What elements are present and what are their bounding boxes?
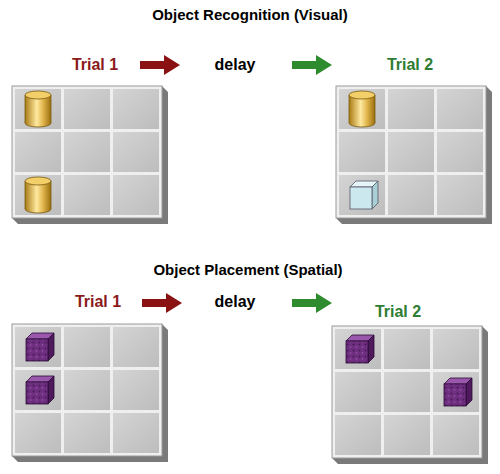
trial-label: Trial 1	[72, 56, 118, 74]
grid-board	[12, 324, 168, 462]
grid-board	[12, 86, 168, 224]
cube-object	[26, 376, 54, 404]
cube-object	[444, 378, 472, 406]
cylinder-object	[25, 91, 51, 127]
trial-label: Trial 1	[75, 293, 121, 311]
grid-board	[336, 86, 492, 224]
cylinder-object	[349, 91, 375, 127]
cylinder-object	[25, 177, 51, 213]
arrow-shape	[292, 293, 332, 313]
trial-label: Trial 2	[375, 303, 421, 321]
section-heading: Object Recognition (Visual)	[152, 7, 348, 24]
arrow-shape	[140, 55, 180, 75]
cube-object	[346, 335, 374, 363]
trial-label: Trial 2	[387, 56, 433, 74]
delay-label: delay	[215, 293, 256, 311]
delay-label: delay	[215, 56, 256, 74]
arrow-shape	[142, 293, 182, 313]
arrow-shape	[292, 55, 332, 75]
cube-object	[350, 181, 378, 209]
grid-board	[332, 326, 488, 464]
cube-object	[26, 333, 54, 361]
section-heading: Object Placement (Spatial)	[153, 262, 342, 279]
